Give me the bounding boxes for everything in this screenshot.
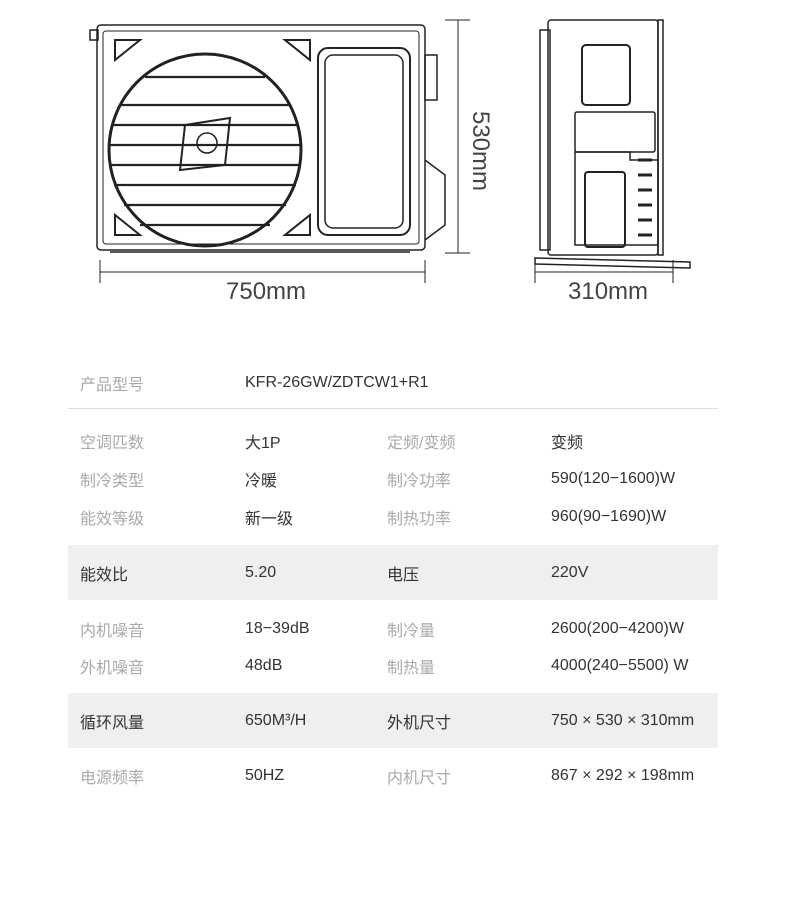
spec-label: 制冷量 — [387, 623, 436, 640]
spec-value: 867 × 292 × 198mm — [551, 767, 695, 784]
spec-value: 220V — [551, 563, 589, 581]
spec-label: 能效等级 — [80, 511, 145, 528]
side-view — [534, 19, 691, 269]
dimension-lines — [99, 19, 674, 283]
spec-value: 2600(200−4200)W — [551, 620, 684, 637]
spec-label: 内机噪音 — [80, 623, 145, 640]
spec-row: 空调匹数 大1P 定频/变频 变频 — [68, 422, 718, 460]
spec-label: 制冷功率 — [387, 473, 452, 490]
spec-value: KFR-26GW/ZDTCW1+R1 — [245, 374, 429, 391]
divider — [68, 408, 718, 409]
spec-value: 590(120−1600)W — [551, 470, 676, 487]
spec-label: 产品型号 — [80, 377, 145, 394]
spec-label: 能效比 — [80, 566, 129, 584]
spec-label: 电压 — [387, 566, 420, 584]
spec-row: 制冷类型 冷暖 制冷功率 590(120−1600)W — [68, 460, 718, 498]
spec-row: 循环风量 650M³/H 外机尺寸 750 × 530 × 310mm — [68, 693, 718, 748]
spec-row: 电源频率 50HZ 内机尺寸 867 × 292 × 198mm — [68, 757, 718, 795]
spec-value: 50HZ — [245, 767, 285, 784]
spec-label: 制冷类型 — [80, 473, 145, 490]
spec-label: 内机尺寸 — [387, 770, 452, 787]
spec-label: 制热功率 — [387, 511, 452, 528]
front-view — [89, 24, 446, 253]
spec-label: 空调匹数 — [80, 435, 145, 452]
outdoor-unit-drawing — [89, 19, 691, 283]
spec-row: 能效比 5.20 电压 220V — [68, 545, 718, 600]
spec-value: 大1P — [245, 435, 281, 452]
spec-value: 18−39dB — [245, 620, 310, 637]
spec-row-model: 产品型号 KFR-26GW/ZDTCW1+R1 — [68, 364, 718, 402]
spec-label: 外机尺寸 — [387, 714, 452, 732]
spec-value: 冷暖 — [245, 473, 278, 490]
spec-label: 制热量 — [387, 660, 436, 677]
height-dimension: 530mm — [467, 110, 495, 192]
spec-label: 外机噪音 — [80, 660, 145, 677]
spec-value: 650M³/H — [245, 711, 307, 729]
spec-label: 循环风量 — [80, 714, 145, 732]
spec-value: 变频 — [551, 435, 584, 452]
spec-value: 4000(240−5500) W — [551, 657, 689, 674]
spec-value: 750 × 530 × 310mm — [551, 711, 695, 729]
spec-label: 定频/变频 — [387, 435, 456, 452]
spec-value: 5.20 — [245, 563, 277, 581]
spec-value: 960(90−1690)W — [551, 508, 667, 525]
spec-row: 能效等级 新一级 制热功率 960(90−1690)W — [68, 498, 718, 536]
spec-value: 48dB — [245, 657, 283, 674]
depth-dimension: 310mm — [568, 278, 649, 305]
width-dimension: 750mm — [226, 278, 307, 305]
spec-row: 内机噪音 18−39dB 制冷量 2600(200−4200)W — [68, 610, 718, 648]
spec-row: 外机噪音 48dB 制热量 4000(240−5500) W — [68, 647, 718, 685]
spec-label: 电源频率 — [80, 770, 145, 787]
spec-value: 新一级 — [245, 511, 294, 528]
